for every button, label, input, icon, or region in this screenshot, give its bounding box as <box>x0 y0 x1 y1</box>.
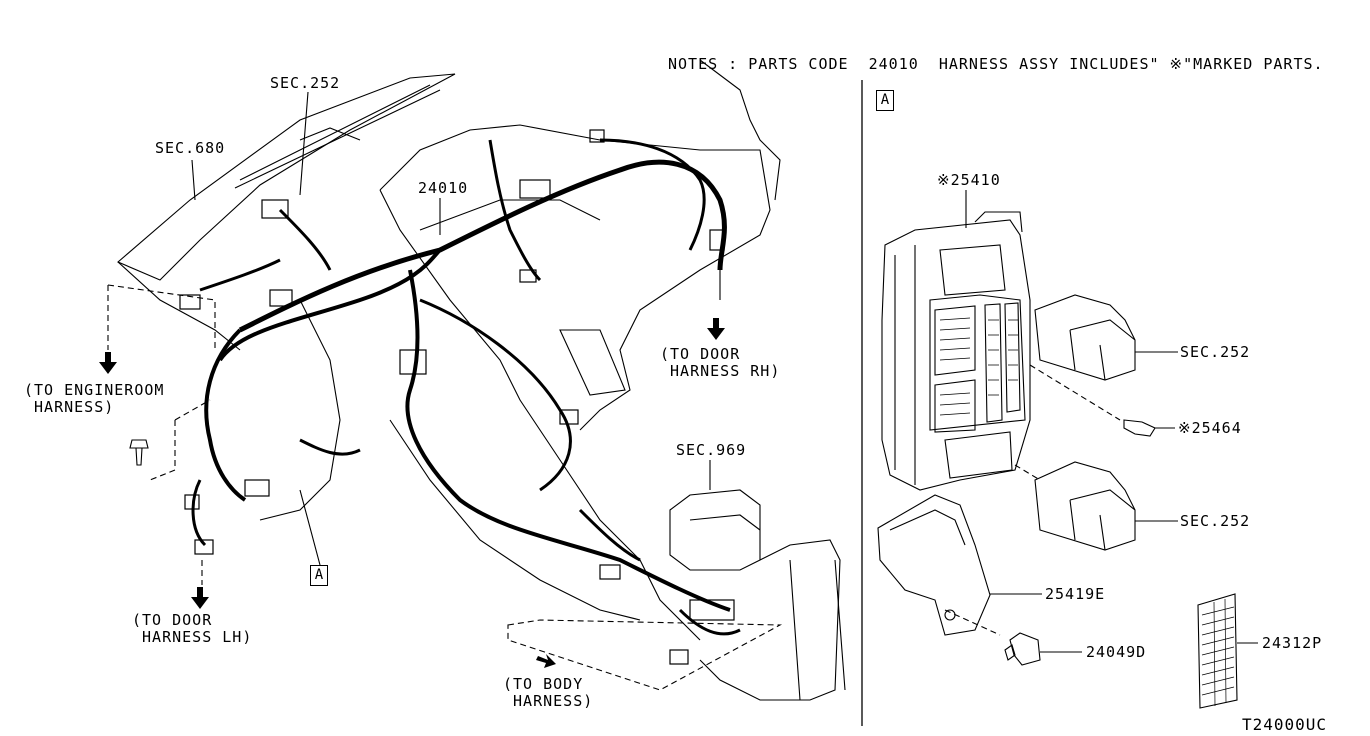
label-sec680: SEC.680 <box>155 139 226 157</box>
arrow-door-rh <box>707 318 725 340</box>
label-24049d: 24049D <box>1086 643 1147 661</box>
notes-text: NOTES : PARTS CODE 24010 HARNESS ASSY IN… <box>668 55 1324 73</box>
label-sec252-top: SEC.252 <box>270 74 341 92</box>
detail-a-marker-left: A <box>310 565 328 586</box>
screw-24049d-drawing <box>1004 632 1082 666</box>
screw-left-drawing <box>129 439 149 466</box>
label-sec252-lower: SEC.252 <box>1180 512 1251 530</box>
relay-lower-drawing <box>1034 461 1178 551</box>
label-to-body: (TO BODY HARNESS) <box>503 675 594 710</box>
label-to-door-rh: (TO DOOR HARNESS RH) <box>660 345 781 380</box>
fuse-block-25410-drawing <box>881 190 1031 491</box>
relay-upper-drawing <box>1034 294 1178 381</box>
label-sec969: SEC.969 <box>676 441 747 459</box>
arrow-body <box>536 654 556 668</box>
arrow-door-lh <box>191 587 209 609</box>
label-25419e: 25419E <box>1045 585 1106 603</box>
label-sec252-upper: SEC.252 <box>1180 343 1251 361</box>
detail-a-marker-right: A <box>876 90 894 111</box>
label-25464: ※25464 <box>1178 419 1242 437</box>
wire-harness-main <box>238 159 727 333</box>
label-24010: 24010 <box>418 179 469 197</box>
arrow-engineroom <box>99 352 117 374</box>
dashboard-outline <box>116 73 456 281</box>
label-to-door-lh: (TO DOOR HARNESS LH) <box>132 611 253 646</box>
fuse-25464-drawing <box>1123 419 1175 437</box>
label-24312p: 24312P <box>1262 634 1323 652</box>
label-25410: ※25410 <box>937 171 1001 189</box>
center-console <box>669 489 761 571</box>
label-24312p-drawing <box>1197 593 1258 709</box>
diagram-code: T24000UC <box>1242 715 1328 734</box>
label-to-engineroom: (TO ENGINEROOM HARNESS) <box>24 381 165 416</box>
bracket-25419e-drawing <box>877 494 1042 636</box>
